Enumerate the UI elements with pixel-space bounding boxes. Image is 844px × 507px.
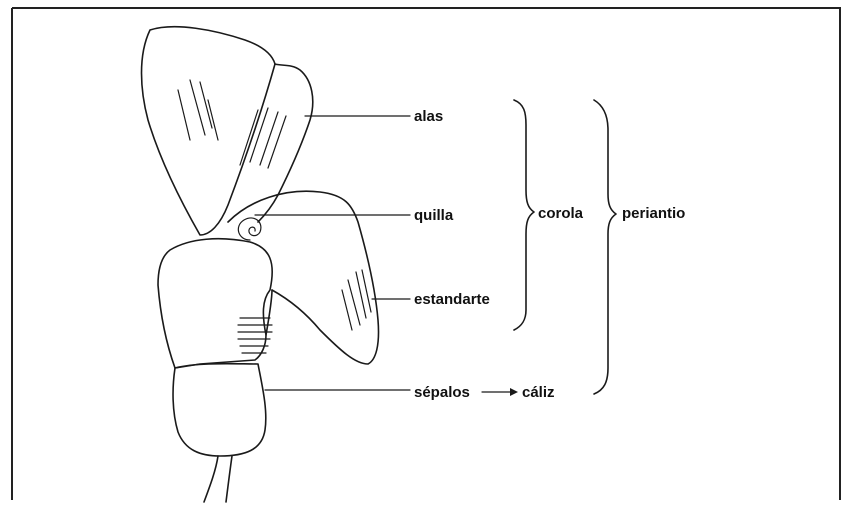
standard-veins (342, 270, 371, 330)
periantio-brace (594, 100, 616, 394)
label-periantio: periantio (622, 205, 685, 222)
label-corola: corola (538, 205, 584, 222)
stamen-hatching (238, 318, 272, 353)
label-quilla: quilla (414, 207, 454, 224)
keel-coil (238, 218, 261, 240)
label-alas: alas (414, 108, 443, 125)
label-sepalos: sépalos (414, 384, 470, 401)
label-caliz: cáliz (522, 384, 555, 401)
calyx-sepals (173, 364, 266, 456)
label-estandarte: estandarte (414, 291, 490, 308)
wing-veins (178, 80, 286, 168)
stem (204, 456, 232, 502)
frame-border (12, 8, 840, 500)
corola-brace (514, 100, 534, 330)
standard-petal (158, 239, 272, 368)
keel-petal (228, 191, 379, 364)
arrow-head (510, 388, 518, 396)
